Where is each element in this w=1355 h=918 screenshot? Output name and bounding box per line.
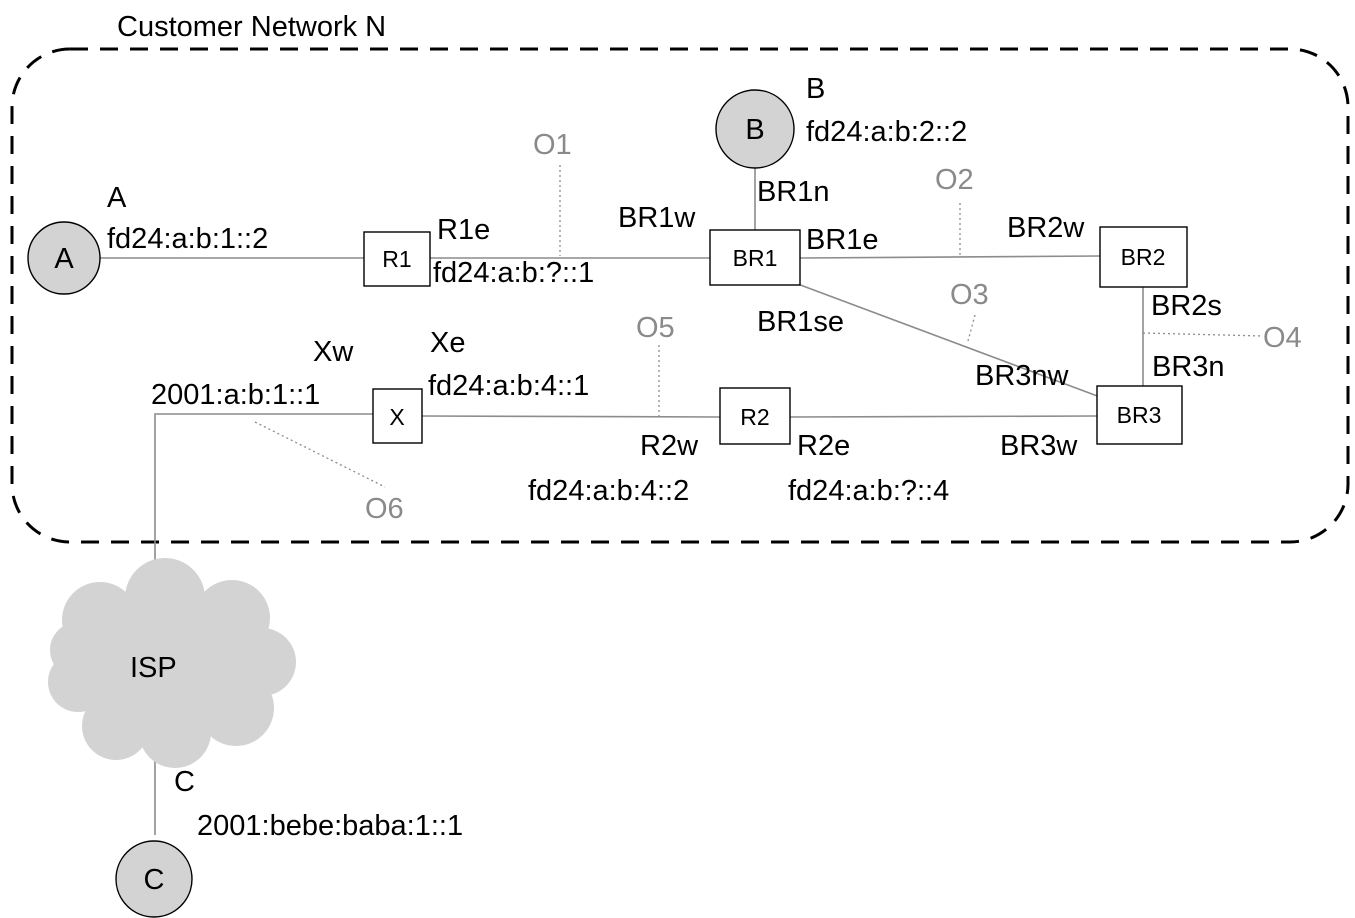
host-c-glyph: C <box>144 864 165 896</box>
host-b-name: B <box>806 73 825 105</box>
host-c-name: C <box>174 766 195 798</box>
iface-xw-name: Xw <box>313 336 354 368</box>
observer-o6: O6 <box>365 493 404 525</box>
iface-r2e-name: R2e <box>797 430 850 462</box>
isp-cloud[interactable]: ISP <box>48 558 296 768</box>
router-r2-box[interactable] <box>719 387 791 445</box>
link-x-r2 <box>421 415 721 418</box>
router-r1[interactable]: R1 <box>363 231 431 287</box>
router-br3-box[interactable] <box>1096 385 1183 445</box>
router-x-label: X <box>389 404 404 430</box>
router-x[interactable]: X <box>372 388 423 444</box>
router-br1-box[interactable] <box>709 229 801 286</box>
host-a-glyph: A <box>54 243 74 275</box>
link-r2-br3 <box>789 415 1098 418</box>
host-a-name: A <box>107 182 127 214</box>
link-x-isp <box>154 413 373 585</box>
iface-r2e-address: fd24:a:b:?::4 <box>788 475 949 507</box>
iface-xe-address: fd24:a:b:4::1 <box>428 370 589 402</box>
tap-o6 <box>254 421 386 488</box>
host-b[interactable]: B <box>715 89 795 169</box>
isp-label: ISP <box>130 652 177 684</box>
observer-o2: O2 <box>935 164 974 196</box>
iface-br2w: BR2w <box>1007 212 1085 244</box>
observer-taps <box>254 165 1263 488</box>
iface-br1e: BR1e <box>806 224 879 256</box>
router-r2-label: R2 <box>740 404 769 430</box>
host-a[interactable]: A <box>27 221 101 295</box>
tap-o3 <box>967 314 976 342</box>
host-b-circle[interactable] <box>715 89 795 169</box>
observer-o3: O3 <box>950 279 989 311</box>
customer-network-boundary <box>10 47 1350 544</box>
iface-r1e-address: fd24:a:b:?::1 <box>433 257 594 289</box>
link-br1-br3 <box>794 282 1101 398</box>
router-r2[interactable]: R2 <box>719 387 791 445</box>
iface-r2w-name: R2w <box>640 430 699 462</box>
observer-o1: O1 <box>533 129 572 161</box>
router-br1[interactable]: BR1 <box>709 229 801 286</box>
router-r1-label: R1 <box>382 246 411 272</box>
host-c-circle[interactable] <box>115 840 193 918</box>
iface-br2s: BR2s <box>1151 290 1222 322</box>
host-b-address: fd24:a:b:2::2 <box>806 116 967 148</box>
observer-o4: O4 <box>1263 322 1302 354</box>
iface-r1e-name: R1e <box>437 214 490 246</box>
host-b-glyph: B <box>745 114 764 146</box>
host-c-address: 2001:bebe:baba:1::1 <box>197 810 463 842</box>
router-br3-label: BR3 <box>1117 402 1162 428</box>
host-c[interactable]: C <box>115 840 193 918</box>
iface-r2w-address: fd24:a:b:4::2 <box>528 475 689 507</box>
tap-o4 <box>1142 332 1263 337</box>
iface-xe-name: Xe <box>430 327 465 359</box>
router-br2-box[interactable] <box>1099 226 1188 288</box>
network-title: Customer Network N <box>117 11 386 43</box>
router-br2-label: BR2 <box>1121 244 1166 270</box>
host-a-circle[interactable] <box>27 221 101 295</box>
observer-o5: O5 <box>636 312 675 344</box>
links <box>100 168 1144 835</box>
host-a-address: fd24:a:b:1::2 <box>107 223 268 255</box>
router-br2[interactable]: BR2 <box>1099 226 1188 288</box>
iface-br3w: BR3w <box>1000 430 1078 462</box>
router-r1-box[interactable] <box>363 231 431 287</box>
router-br1-label: BR1 <box>733 245 778 271</box>
iface-br1n: BR1n <box>757 176 830 208</box>
router-br3[interactable]: BR3 <box>1096 385 1183 445</box>
iface-xw-address: 2001:a:b:1::1 <box>151 379 320 411</box>
router-x-box[interactable] <box>372 388 423 444</box>
link-br1-br2 <box>799 255 1101 259</box>
iface-br1se: BR1se <box>757 306 844 338</box>
isp-cloud-shape <box>48 558 296 768</box>
iface-br1w: BR1w <box>618 202 696 234</box>
iface-br3nw: BR3nw <box>975 360 1070 392</box>
iface-br3n: BR3n <box>1152 351 1225 383</box>
